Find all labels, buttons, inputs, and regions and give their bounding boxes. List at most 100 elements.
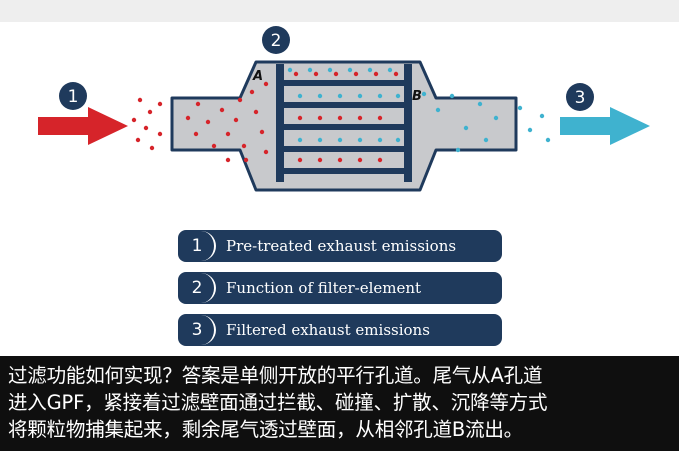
outlet-particle (307, 67, 313, 73)
outlet-particles (287, 67, 551, 153)
outlet-particle (455, 147, 461, 153)
outlet-particle (347, 67, 353, 73)
outlet-particle (297, 93, 303, 99)
inlet-particle (137, 97, 143, 103)
inlet-particle (317, 115, 323, 121)
step-badge-1-circle (59, 82, 87, 110)
outlet-particle (435, 107, 441, 113)
outlet-particle (367, 67, 373, 73)
outlet-particle (317, 137, 323, 143)
outlet-particle (463, 125, 469, 131)
inlet-particle (357, 115, 363, 121)
outlet-particle (449, 93, 455, 99)
inlet-particle (225, 157, 231, 163)
legend-item-3-label: Filtered exhaust emissions (226, 321, 430, 339)
outlet-particle (517, 105, 523, 111)
inlet-particle (259, 129, 265, 135)
step-badge-3-number: 3 (575, 88, 586, 108)
legend-item-3-number: 3 (180, 315, 216, 345)
inlet-particle (195, 101, 201, 107)
inlet-particle (333, 71, 339, 77)
inlet-particle (193, 131, 199, 137)
channel-wall-5 (276, 168, 404, 174)
inlet-particle (157, 101, 163, 107)
outlet-particle (493, 115, 499, 121)
inlet-particle (317, 157, 323, 163)
step-badge-2: 2 (262, 26, 290, 54)
step-badge-2-number: 2 (271, 31, 282, 51)
caption-line-3: 将颗粒物捕集起来，剩余尾气透过壁面，从相邻孔道B流出。 (8, 418, 523, 441)
channel-wall-1 (276, 80, 404, 86)
inlet-particle (237, 97, 243, 103)
inlet-particle (143, 125, 149, 131)
inlet-particle (263, 149, 269, 155)
inlet-particle (353, 71, 359, 77)
outlet-particle (527, 127, 533, 133)
outlet-particle (539, 113, 545, 119)
inlet-particle (373, 71, 379, 77)
channel-plug-right (404, 64, 412, 182)
inlet-particle (219, 107, 225, 113)
outlet-particle (337, 137, 343, 143)
inlet-particle (337, 115, 343, 121)
inlet-particle (211, 143, 217, 149)
legend-item-1: 1 Pre-treated exhaust emissions (178, 230, 502, 262)
step-badge-2-circle (262, 26, 290, 54)
outlet-particle (545, 137, 551, 143)
inlet-particle (377, 157, 383, 163)
outlet-particle (377, 137, 383, 143)
inlet-particle (131, 117, 137, 123)
step-badge-3-circle (566, 83, 594, 111)
outlet-particle (377, 93, 383, 99)
channel-label-a: A (252, 69, 263, 84)
inlet-particle (185, 115, 191, 121)
outlet-particle (337, 93, 343, 99)
channel-label-b: B (412, 89, 422, 104)
inlet-particle (297, 157, 303, 163)
outlet-particle (395, 137, 401, 143)
inlet-particle (149, 145, 155, 151)
inlet-particle (233, 117, 239, 123)
inlet-particle (293, 71, 299, 77)
channel-wall-3 (276, 124, 404, 130)
inlet-particle (393, 71, 399, 77)
inlet-particle (243, 157, 249, 163)
outlet-particle (387, 67, 393, 73)
outlet-particle (421, 91, 427, 97)
top-band (0, 0, 679, 22)
legend-item-2-number: 2 (180, 273, 216, 303)
inlet-particle (313, 71, 319, 77)
inlet-particle (377, 115, 383, 121)
outlet-particle (287, 67, 293, 73)
step-badge-1: 1 (59, 82, 87, 110)
inlet-particle (263, 81, 269, 87)
inlet-particle (225, 131, 231, 137)
inlet-particle (357, 157, 363, 163)
channel-wall-4 (284, 146, 412, 152)
filter-element (276, 64, 412, 182)
outlet-particle (477, 101, 483, 107)
channel-plug-left-top (276, 64, 284, 182)
step-badge-3: 3 (566, 83, 594, 111)
inlet-particle (135, 137, 141, 143)
caption-line-1: 过滤功能如何实现？答案是单侧开放的平行孔道。尾气从A孔道 (8, 364, 543, 387)
inlet-arrow (38, 107, 128, 145)
step-badge-1-number: 1 (68, 87, 79, 107)
outlet-particle (317, 93, 323, 99)
inlet-particles (131, 71, 399, 163)
outlet-particle (483, 137, 489, 143)
legend-item-1-number: 1 (180, 231, 216, 261)
legend-item-3: 3 Filtered exhaust emissions (178, 314, 502, 346)
outlet-particle (297, 137, 303, 143)
outlet-arrow (560, 107, 650, 145)
outlet-particle (357, 93, 363, 99)
inlet-particle (147, 109, 153, 115)
caption-line-2: 进入GPF，紧接着过滤壁面通过拦截、碰撞、扩散、沉降等方式 (8, 391, 548, 414)
gpf-diagram: 1 2 3 A B (0, 0, 679, 192)
outlet-particle (357, 137, 363, 143)
legend-item-2: 2 Function of filter-element (178, 272, 502, 304)
inlet-particle (205, 119, 211, 125)
legend-item-2-label: Function of filter-element (226, 279, 422, 297)
subtitle-caption: 过滤功能如何实现？答案是单侧开放的平行孔道。尾气从A孔道 进入GPF，紧接着过滤… (0, 356, 679, 451)
